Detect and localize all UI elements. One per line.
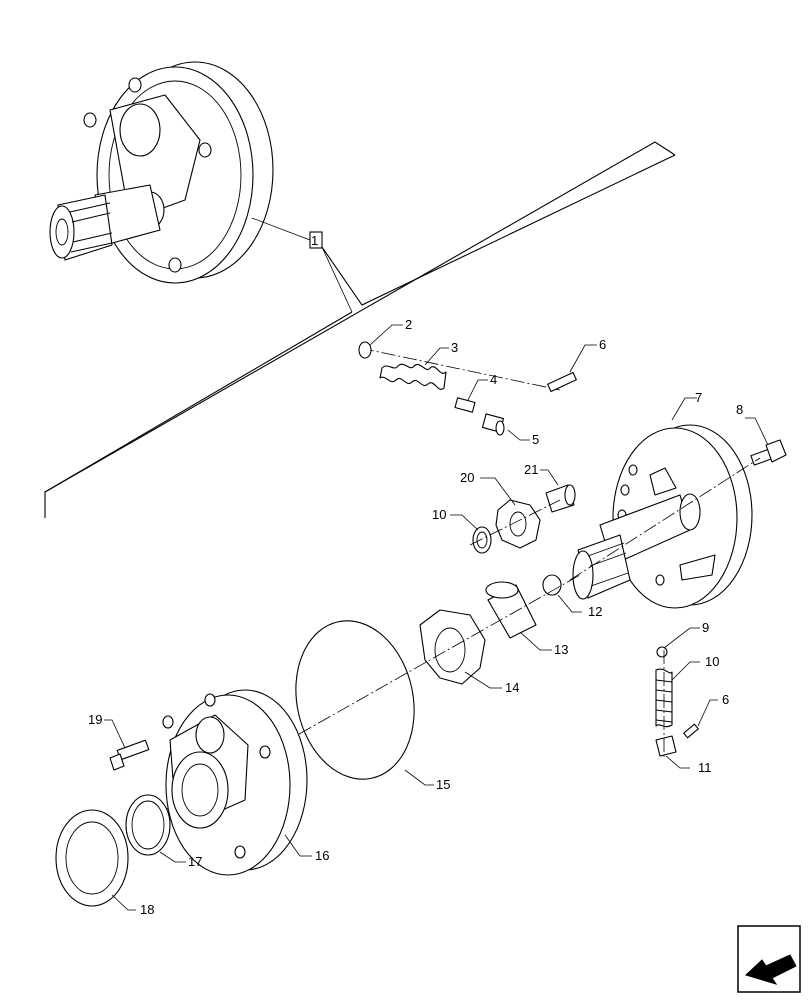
callout-4: 4 [490, 372, 497, 387]
valve-plunger [481, 413, 505, 436]
callout-21: 21 [524, 462, 538, 477]
valve-pin [454, 397, 476, 413]
cover-bolt [109, 739, 150, 771]
pump-body [572, 424, 753, 609]
idler-gear [495, 499, 541, 549]
callout-6-bottom: 6 [722, 692, 729, 707]
callout-5: 5 [532, 432, 539, 447]
callout-18: 18 [140, 902, 154, 917]
callout-1-box [309, 231, 323, 249]
sleeve [545, 484, 576, 513]
callout-6-top: 6 [599, 337, 606, 352]
needle-bearing [472, 526, 492, 554]
callout-2: 2 [405, 317, 412, 332]
plug [655, 735, 677, 757]
pump-assembly [49, 61, 323, 284]
callout-10-bearing: 10 [432, 507, 446, 522]
assembly-frame [44, 141, 676, 518]
callout-15: 15 [436, 777, 450, 792]
callout-3: 3 [451, 340, 458, 355]
callout-8: 8 [736, 402, 743, 417]
check-ball [656, 646, 668, 658]
callout-7: 7 [695, 390, 702, 405]
mounting-bolt [750, 439, 787, 466]
seal-ring [125, 794, 171, 856]
callout-19: 19 [88, 712, 102, 727]
callout-1: 1 [311, 233, 318, 248]
spring-pin [683, 723, 699, 739]
callout-16: 16 [315, 848, 329, 863]
callout-11: 11 [698, 760, 712, 775]
oil-seal [55, 809, 129, 907]
callout-14: 14 [505, 680, 519, 695]
callout-10-spring: 10 [705, 654, 719, 669]
callout-12: 12 [588, 604, 602, 619]
pump-cover [162, 689, 308, 876]
dowel-pin [547, 371, 577, 393]
arrow-icon[interactable] [737, 925, 801, 993]
bushing [485, 581, 537, 639]
callout-17: 17 [188, 854, 202, 869]
snap-ring [358, 341, 372, 359]
retaining-ring [542, 574, 562, 596]
callout-9: 9 [702, 620, 709, 635]
o-ring [295, 620, 415, 780]
callout-13: 13 [554, 642, 568, 657]
callout-20: 20 [460, 470, 474, 485]
valve-spring [379, 363, 447, 390]
leader-lines [104, 324, 769, 911]
